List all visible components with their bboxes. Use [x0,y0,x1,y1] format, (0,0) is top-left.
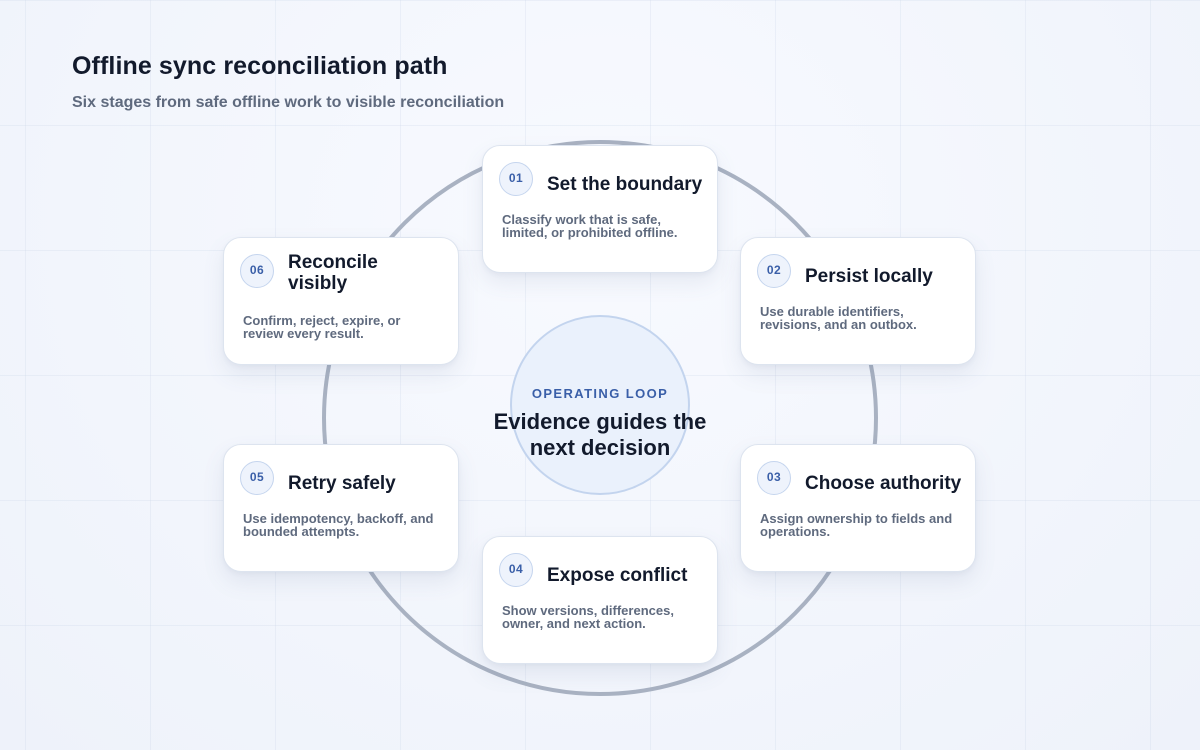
stage-number-badge: 05 [240,461,274,495]
stage-number-badge: 01 [499,162,533,196]
stage-card-choose-authority: 03 Choose authority Assign ownership to … [740,444,976,572]
stage-card-expose-conflict: 04 Expose conflict Show versions, differ… [482,536,718,664]
stage-card-persist-locally: 02 Persist locally Use durable identifie… [740,237,976,365]
hub-text: Evidence guides the next decision [493,409,707,460]
stage-description: Use durable identifiers, revisions, and … [760,304,917,332]
stage-description: Classify work that is safe, limited, or … [502,212,678,240]
stage-number-badge: 03 [757,461,791,495]
stage-title: Retry safely [288,473,396,494]
stage-title: Choose authority [805,473,962,494]
stage-card-retry-safely: 05 Retry safely Use idempotency, backoff… [223,444,459,572]
stage-number-badge: 02 [757,254,791,288]
page-title: Offline sync reconciliation path [72,52,448,80]
center-hub [510,315,690,495]
stage-title: Expose conflict [547,565,688,586]
hub-eyebrow: OPERATING LOOP [531,386,669,401]
stage-description: Use idempotency, backoff, and bounded at… [243,511,434,539]
stage-description: Confirm, reject, expire, or review every… [243,313,401,341]
page-subtitle: Six stages from safe offline work to vis… [72,94,505,111]
stage-description: Assign ownership to fields and operation… [760,511,953,539]
stage-title: Set the boundary [547,174,703,195]
stage-card-reconcile-visibly: 06 Reconcile visibly Confirm, reject, ex… [223,237,459,365]
stage-description: Show versions, differences, owner, and n… [502,603,674,631]
stage-title: Reconcile visibly [288,252,378,294]
stage-number-badge: 04 [499,553,533,587]
stage-number-badge: 06 [240,254,274,288]
stage-card-set-the-boundary: 01 Set the boundary Classify work that i… [482,145,718,273]
stage-title: Persist locally [805,266,933,287]
